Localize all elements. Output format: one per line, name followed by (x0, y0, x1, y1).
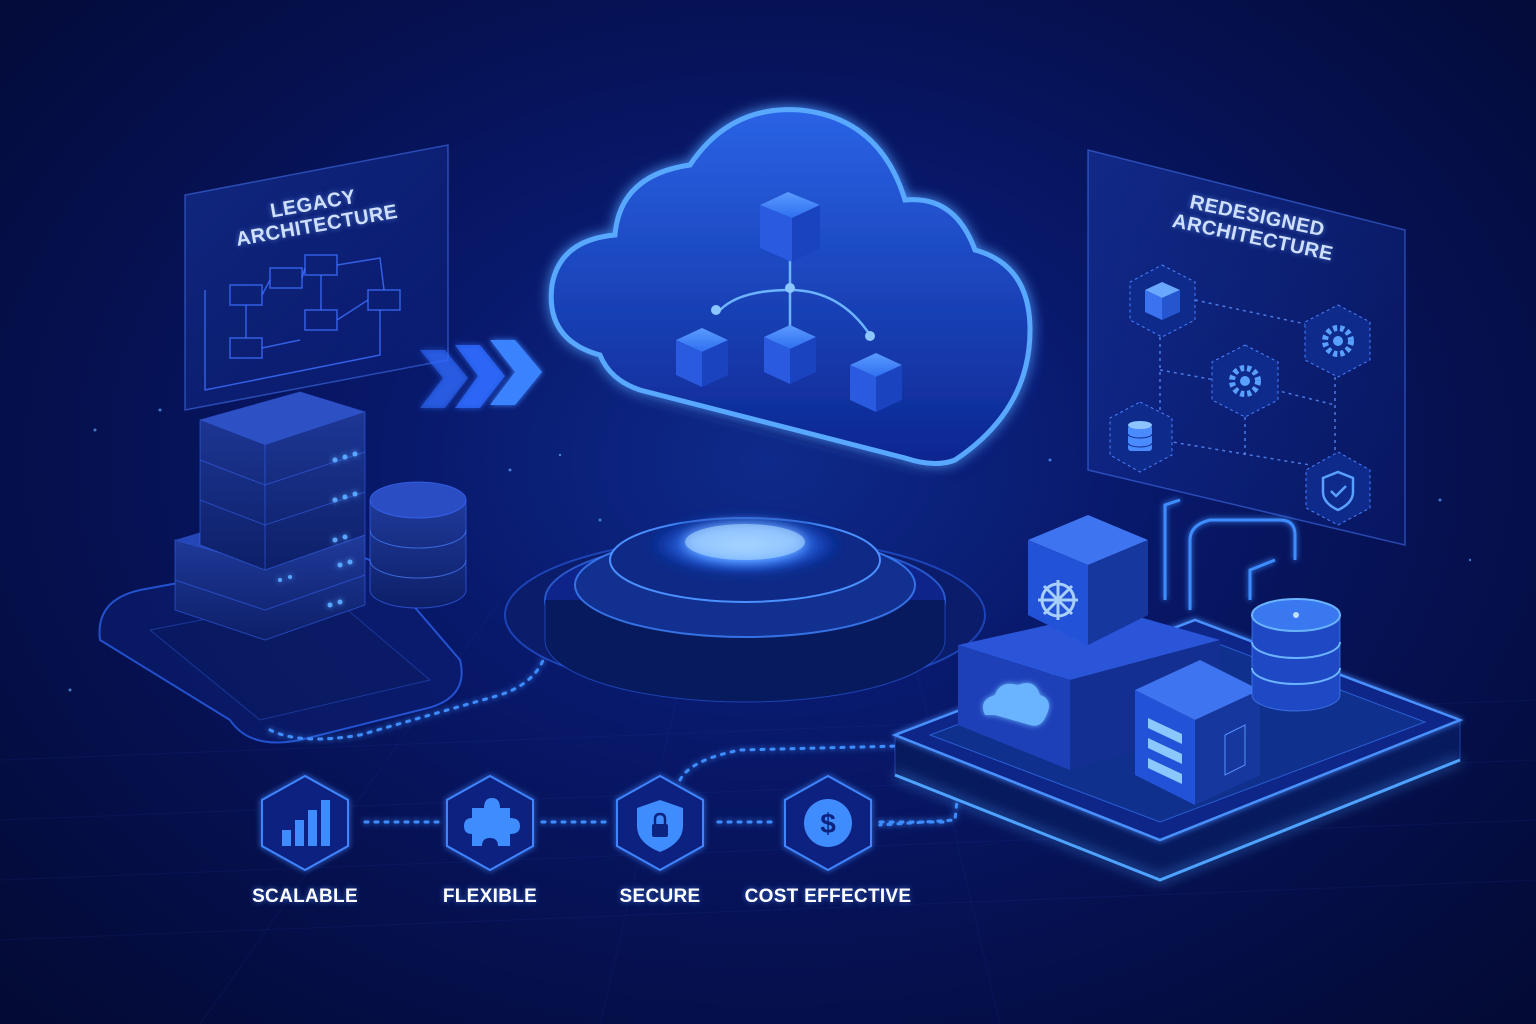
legacy-database-icon (369, 481, 467, 609)
feature-label-secure: SECURE (619, 886, 701, 907)
feature-flexible-icon (446, 774, 534, 872)
feature-cost-effective-icon: $ (784, 774, 872, 872)
panel-shield-node-icon (1305, 451, 1371, 526)
migration-arrows-icon (420, 340, 542, 408)
kubernetes-cube-icon (1028, 515, 1148, 645)
feature-secure-icon (616, 774, 704, 872)
legacy-architecture-panel (184, 144, 449, 411)
legacy-server-stack-icon (174, 391, 366, 641)
feature-label-scalable: SCALABLE (252, 886, 358, 907)
circuit-lines (1163, 498, 1297, 610)
cloud-portal-platform (504, 515, 986, 703)
redesigned-architecture-panel (1087, 149, 1406, 546)
feature-label-cost-effective: COST EFFECTIVE (744, 886, 912, 907)
cloud-node-network-icon (676, 192, 902, 412)
light-beams (679, 415, 841, 560)
particles (68, 408, 1472, 692)
central-cloud-icon (548, 107, 1044, 481)
modern-server-cube-icon (1135, 660, 1260, 805)
svg-text:$: $ (820, 808, 836, 839)
legacy-flowchart-icon (204, 254, 401, 391)
feature-scalable-icon (261, 774, 349, 872)
panel-cube-node-icon (1129, 264, 1196, 338)
panel-database-node-icon (1109, 401, 1173, 473)
panel-gear-node-icon (1304, 304, 1371, 378)
panel-gear-center-icon (1211, 344, 1279, 418)
feature-label-flexible: FLEXIBLE (442, 886, 538, 907)
modern-database-icon (1251, 598, 1341, 712)
